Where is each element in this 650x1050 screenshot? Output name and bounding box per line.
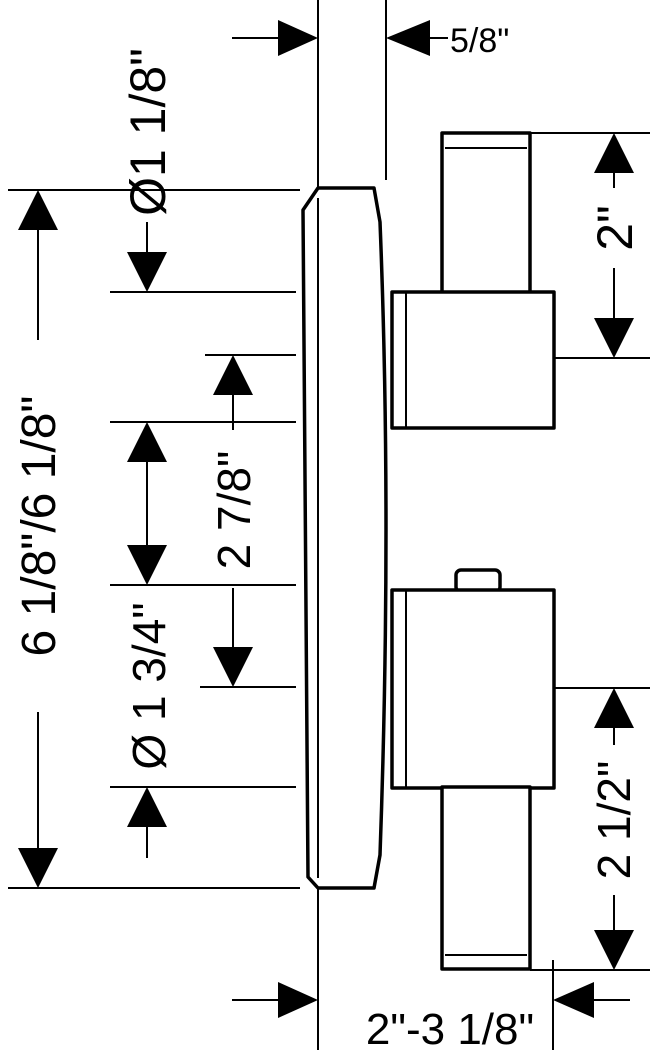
lower-handle [440, 785, 532, 971]
dimension-label-handle-width: 2" [587, 205, 643, 251]
upper-knob [390, 290, 556, 430]
arrowheads [18, 20, 634, 1018]
dimension-label-center-spacing: 2 7/8" [208, 451, 260, 570]
horizontal-extension-lines [8, 132, 650, 971]
lower-knob [390, 588, 556, 790]
dimension-lines [37, 37, 630, 1001]
dimension-label-overall-height: 6 1/8"/6 1/8" [13, 396, 66, 657]
dimension-label-projection: 2"-3 1/8" [366, 1005, 534, 1050]
valve-trim-side-view [301, 131, 556, 971]
upper-handle [440, 131, 532, 295]
dimension-label-top-offset: 5/8" [450, 22, 509, 60]
dimension-label-plate-hole-diameter: Ø1 1/8" [120, 48, 176, 216]
dimension-label-lower-handle-width: 2 1/2" [588, 761, 640, 880]
cover-plate [301, 186, 388, 890]
dimension-label-lower-hole-diameter: Ø 1 3/4" [123, 602, 175, 769]
